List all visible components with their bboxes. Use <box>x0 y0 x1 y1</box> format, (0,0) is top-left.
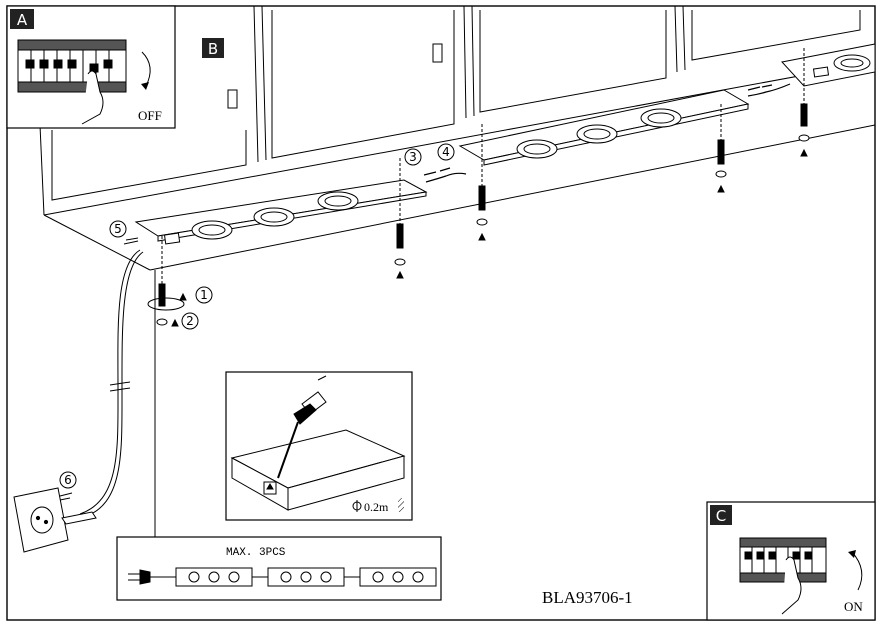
light-bar-detail <box>230 429 406 511</box>
circuit-breaker-icon-on <box>739 537 827 583</box>
hatch-icon <box>398 498 404 512</box>
detail-panel-screwdriver: 0.2m <box>225 371 413 521</box>
bar-connectors <box>423 83 791 183</box>
connection-units <box>175 567 437 587</box>
step-6-marker <box>59 471 77 489</box>
power-cable <box>79 237 144 518</box>
panel-a-power-off: A OFF <box>6 5 176 129</box>
step-1-label: 1 <box>200 288 208 302</box>
panel-c-badge <box>710 505 732 525</box>
light-bar-1 <box>134 179 428 245</box>
step-1-marker <box>195 286 213 304</box>
light-bar-3 <box>781 43 876 87</box>
step-5-marker <box>109 220 127 238</box>
step-2-marker <box>181 312 199 330</box>
wall-socket <box>13 487 97 553</box>
wall-cabinets <box>39 5 876 540</box>
model-code: BLA93706-1 <box>542 588 633 607</box>
light-spot <box>300 571 312 583</box>
step-3-label: 3 <box>409 150 417 164</box>
step-6-label: 6 <box>64 473 72 487</box>
step-3-marker <box>404 148 422 166</box>
panel-c-power-on: C ON <box>706 501 876 621</box>
connection-panel: MAX. 3PCS <box>116 536 442 601</box>
step-5-label: 5 <box>114 222 122 236</box>
step-4-marker <box>437 143 455 161</box>
gap-label: 0.2m <box>364 500 389 514</box>
light-spot <box>372 571 384 583</box>
light-spot <box>228 571 240 583</box>
circuit-breaker-icon <box>17 39 127 93</box>
light-spot <box>412 571 424 583</box>
hand-icon-on <box>781 556 802 615</box>
panel-c-state: ON <box>844 599 863 614</box>
light-spot <box>280 571 292 583</box>
mounting-screws <box>147 48 810 327</box>
panel-b-marker: B <box>202 38 224 58</box>
light-spot <box>392 571 404 583</box>
hand-icon <box>81 70 104 125</box>
light-bar-2 <box>458 89 750 166</box>
light-spot <box>320 571 332 583</box>
max-pieces-label: MAX. 3PCS <box>226 547 286 559</box>
panel-b-badge-text: B <box>208 40 218 58</box>
light-spot <box>188 571 200 583</box>
panel-b-badge <box>202 38 224 58</box>
panel-a-state: OFF <box>138 108 162 123</box>
screwdriver-icon <box>277 375 327 479</box>
plug-icon <box>128 569 176 585</box>
panel-a-badge <box>10 9 34 29</box>
step-4-label: 4 <box>442 145 450 159</box>
step-numbers: 1 2 3 4 5 6 <box>64 145 450 487</box>
panel-c-badge-text: C <box>716 507 726 525</box>
light-spot <box>208 571 220 583</box>
panel-a-badge-text: A <box>17 11 28 29</box>
outer-frame <box>6 5 876 621</box>
step-markers <box>59 143 455 489</box>
step-2-label: 2 <box>186 314 194 328</box>
